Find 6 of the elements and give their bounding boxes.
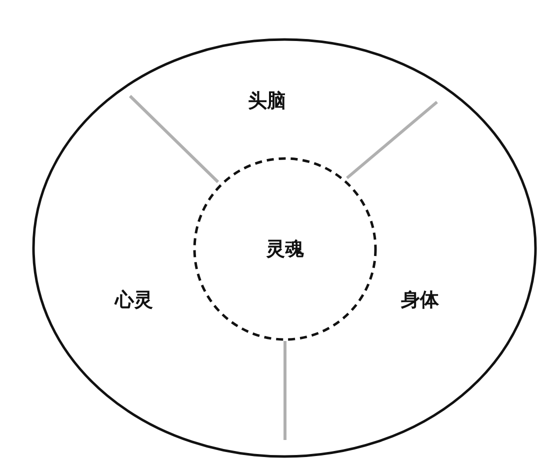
outer-circle [32,38,537,458]
sector-label: 头脑 [248,88,286,114]
circle-label: 灵魂 [266,237,304,262]
inner-circle [193,157,377,341]
sector-label: 身体 [401,287,439,313]
sector-label: 心灵 [115,287,153,313]
